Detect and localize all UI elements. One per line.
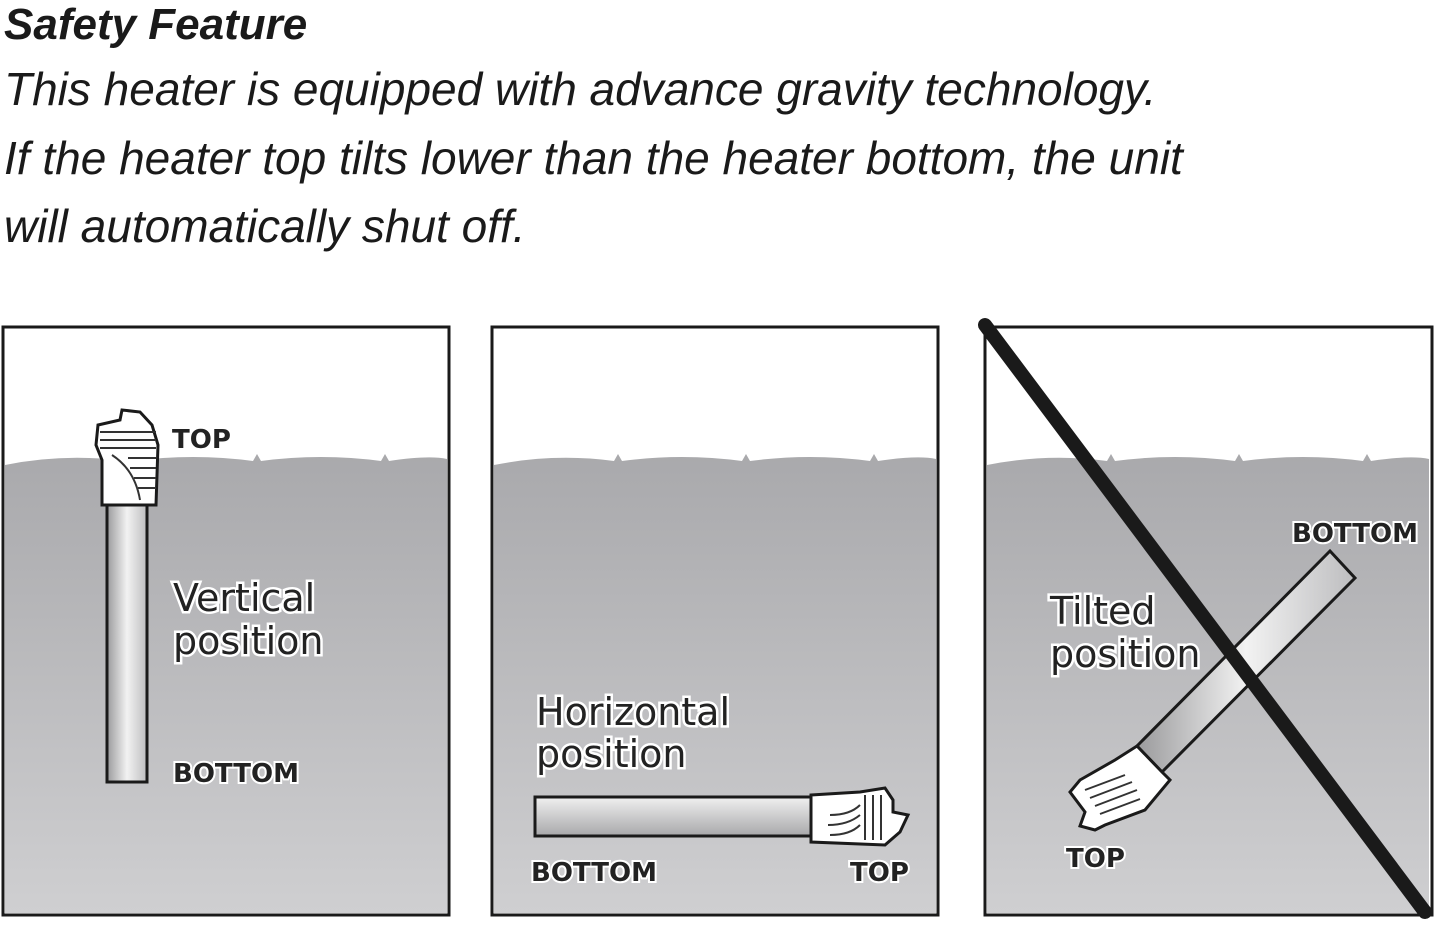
top-label: TOP [172,425,231,455]
top-label: TOP [1066,844,1125,874]
top-label: TOP [850,858,909,888]
bottom-label: BOTTOM [531,858,657,888]
caption-line-1: Horizontal [536,690,730,734]
panel-vertical: TOP Vertical position BOTTOM [1,325,451,917]
prohibited-slash [978,318,1432,919]
bottom-label: BOTTOM [1292,519,1418,549]
title: Safety Feature [4,0,308,49]
description-line-2: If the heater top tilts lower than the h… [4,132,1183,184]
caption-line-2: position [173,619,324,663]
caption-line-1: Tilted [1049,589,1156,633]
description-line-3: will automatically shut off. [4,200,526,252]
caption-line-2: position [536,732,687,776]
caption-line-1: Vertical [173,576,315,620]
heater-vertical [94,408,160,784]
description-line-1: This heater is equipped with advance gra… [4,63,1157,115]
bottom-label: BOTTOM [173,759,299,789]
heater-tilted [1068,548,1358,832]
water [5,454,447,913]
heater-horizontal [533,786,911,847]
panel-horizontal: Horizontal position BOTTOM TOP [490,325,940,917]
caption-line-2: position [1050,632,1201,676]
panel-tilted: BOTTOM Tilted position TOP [978,318,1434,919]
